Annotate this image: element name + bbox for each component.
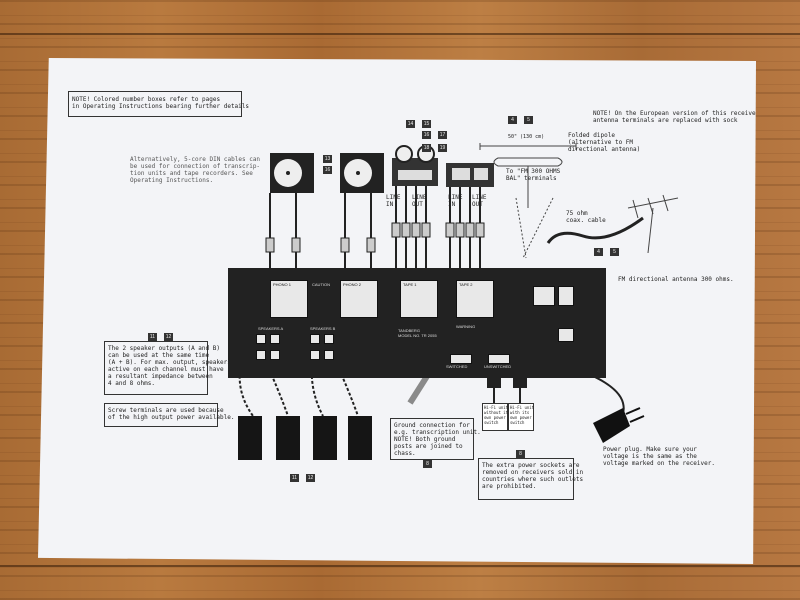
line-out-label: LINE OUT <box>472 194 487 208</box>
page-ref-badge: 16 <box>422 131 431 139</box>
outlet-box: Hi-Fi unit with its own power switch <box>508 403 534 431</box>
page-ref-badge: 8 <box>516 450 525 458</box>
note-european: NOTE! On the European version of this re… <box>593 110 760 124</box>
ground-note: Ground connection for e.g. transcription… <box>394 422 481 457</box>
line-in-label: LINE IN <box>386 194 401 208</box>
page-ref-badge: 5 <box>610 248 619 256</box>
page-ref-badge: 19 <box>438 144 447 152</box>
phono1-label: PHONO 1 <box>273 282 292 287</box>
page-ref-badge: 18 <box>422 144 431 152</box>
fuse-holder <box>558 328 574 342</box>
page-ref-badge: 17 <box>438 131 447 139</box>
outlet-box: Hi-Fi unit without its own power switch <box>482 403 511 431</box>
speaker-terminal <box>310 350 320 360</box>
line-in-label: LINE IN <box>448 194 463 208</box>
page-ref-badge: 11 <box>290 474 299 482</box>
page-ref-badge: 8 <box>423 460 432 468</box>
speaker-terminal <box>270 350 280 360</box>
speakers-a-label: SPEAKERS A <box>258 326 284 331</box>
tape2-socket: TAPE 2 <box>456 280 494 318</box>
switched-label: SWITCHED <box>446 364 468 369</box>
page-ref-badge: 11 <box>148 333 157 341</box>
power-outlet-unswitched <box>488 354 510 364</box>
speaker-terminal <box>310 334 320 344</box>
page-ref-badge: 12 <box>306 474 315 482</box>
dipole-label: Folded dipole (alternative to FM directi… <box>568 132 641 153</box>
phono2-socket: PHONO 2 <box>340 280 378 318</box>
tape2-label: TAPE 2 <box>459 282 473 287</box>
power-plug-note: Power plug. Make sure your voltage is th… <box>603 446 715 467</box>
power-outlet-switched <box>450 354 472 364</box>
receiver-rear-panel: PHONO 1 PHONO 2 CAUTION TAPE 1 TAPE 2 SP… <box>228 268 606 378</box>
plank-seam <box>0 33 800 35</box>
tape1-label: TAPE 1 <box>403 282 417 287</box>
unswitched-label: UNSWITCHED <box>484 364 512 369</box>
dipole-width-label: 50" (130 cm) <box>508 134 545 140</box>
page-ref-badge: 12 <box>164 333 173 341</box>
screw-note: Screw terminals are used because of the … <box>108 407 235 421</box>
phono1-socket: PHONO 1 <box>270 280 308 318</box>
page-ref-badge: 16 <box>323 166 332 174</box>
warning-label: WARNING <box>456 324 476 329</box>
screw-note-box: Screw terminals are used because of the … <box>104 403 234 427</box>
speaker-terminal <box>270 334 280 344</box>
power-sockets-note-box: The extra power sockets are removed on r… <box>478 458 583 500</box>
note-box: NOTE! Colored number boxes refer to page… <box>68 91 249 117</box>
speakers-b-label: SPEAKERS B <box>310 326 336 331</box>
speaker-terminal <box>324 350 334 360</box>
caution-label: CAUTION <box>312 282 330 287</box>
page-ref-badge: 5 <box>524 116 533 124</box>
outlet-label: Hi-Fi unit with its own power switch <box>510 405 535 425</box>
speaker-terminal <box>256 350 266 360</box>
page-ref-badge: 4 <box>508 116 517 124</box>
plank-seam <box>0 565 800 567</box>
page-ref-badge: 13 <box>323 155 332 163</box>
ground-note-box: Ground connection for e.g. transcription… <box>390 418 481 460</box>
speaker-note: The 2 speaker outputs (A and B) can be u… <box>108 345 231 387</box>
coax-label: 75 ohm coax. cable <box>566 210 606 224</box>
speaker-note-box: The 2 speaker outputs (A and B) can be u… <box>104 341 231 395</box>
speaker-terminal <box>324 334 334 344</box>
antenna-terminals <box>533 286 555 306</box>
phono2-label: PHONO 2 <box>343 282 362 287</box>
tape1-socket: TAPE 1 <box>400 280 438 318</box>
fm-antenna-label: FM directional antenna 300 ohms. <box>618 276 734 283</box>
fm-terminals-label: To "FM 300 OHMS BAL" terminals <box>506 168 561 182</box>
page-ref-badge: 4 <box>594 248 603 256</box>
antenna-terminals <box>558 286 574 306</box>
page-ref-badge: 15 <box>422 120 431 128</box>
connection-diagram <box>238 143 679 460</box>
power-sockets-note: The extra power sockets are removed on r… <box>482 462 584 490</box>
line-out-label: LINE OUT <box>412 194 427 208</box>
outlet-label: Hi-Fi unit without its own power switch <box>484 405 511 425</box>
speaker-terminal <box>256 334 266 344</box>
din-note: Alternatively, 5-core DIN cables can be … <box>130 156 261 184</box>
note-colored-numbers: NOTE! Colored number boxes refer to page… <box>72 96 250 110</box>
page-ref-badge: 14 <box>406 120 415 128</box>
model-label: TANDBERG MODEL NO. TR 2055 <box>398 328 437 338</box>
